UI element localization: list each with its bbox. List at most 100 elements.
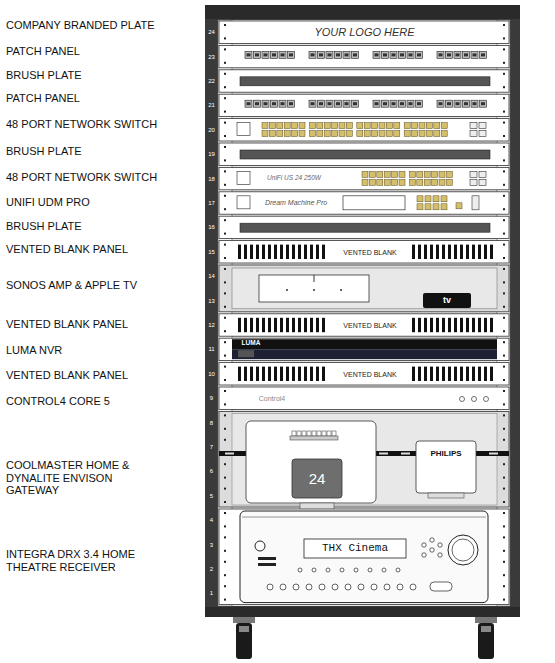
vent-slot (472, 367, 475, 381)
front-control (306, 584, 312, 590)
vent-slot (436, 367, 439, 381)
rack-frame (205, 5, 520, 617)
component-label: PATCH PANEL (6, 45, 201, 58)
input-button (298, 568, 302, 572)
rack-unit-number: 6 (206, 468, 217, 474)
sonos-amp (259, 275, 369, 302)
vent-slot (316, 318, 319, 332)
switch-port (417, 179, 423, 185)
rack-screw (224, 525, 226, 527)
vent-slot (466, 367, 469, 381)
vent-slot (250, 245, 253, 259)
sfp-port (479, 131, 486, 137)
rack-unit-number: 17 (206, 200, 217, 206)
rack-screw (224, 463, 226, 465)
patch-port (390, 100, 397, 107)
rack-screw (503, 292, 505, 294)
switch-port (412, 131, 418, 137)
patch-port-jack (353, 53, 357, 56)
rack-device-shelf (219, 265, 509, 312)
patch-port-jack (272, 102, 276, 105)
rack-screw (224, 550, 226, 552)
rack-screw (224, 257, 226, 259)
nav-button (438, 553, 442, 557)
device-text: LUMA (242, 340, 261, 347)
vent-slot (412, 245, 415, 259)
front-control (371, 584, 377, 590)
device-label-box: UniFi US 24 250W (244, 172, 344, 184)
rack-screw (503, 488, 505, 490)
switch-port (409, 179, 415, 185)
patch-port (245, 100, 252, 107)
rack-screw (224, 268, 226, 270)
philips-terminal (428, 493, 464, 498)
switch-port (357, 131, 363, 137)
patch-port (352, 100, 359, 107)
rack-screw (503, 208, 505, 210)
switch-port (432, 179, 438, 185)
rack-screw (224, 574, 226, 576)
rack-screw (503, 257, 505, 259)
patch-port-jack (289, 102, 293, 105)
nvr-badge (238, 350, 254, 357)
rack-screw (224, 330, 226, 332)
power-button (255, 541, 265, 551)
switch-port (317, 123, 323, 129)
rack-screw (224, 184, 226, 186)
switch-port (309, 131, 315, 137)
vent-slot (466, 318, 469, 332)
rack-screw (224, 414, 226, 416)
device-label-box: tv (425, 294, 469, 306)
patch-port-jack (439, 53, 443, 56)
rack-device-switch48 (219, 119, 509, 141)
patch-port-jack (264, 53, 268, 56)
device-text: THX Cinema (322, 543, 388, 554)
terminal (302, 431, 306, 436)
patch-port (471, 100, 478, 107)
shelf-tray (232, 268, 497, 309)
device-text: PHILIPS (430, 450, 461, 458)
switch-port (372, 131, 378, 137)
rack-screw (503, 24, 505, 26)
patch-port-jack (456, 102, 460, 105)
patch-port (454, 51, 461, 58)
faceplate (219, 387, 509, 409)
patch-port (254, 51, 261, 58)
faceplate (219, 94, 509, 116)
patch-port (480, 51, 487, 58)
vent-slot (262, 367, 265, 381)
patch-port-jack (417, 102, 421, 105)
patch-port-jack (336, 53, 340, 56)
caster-wheel (478, 623, 494, 659)
device-label-box: VENTED BLANK (330, 369, 410, 380)
patch-port (335, 100, 342, 107)
rack-screw (503, 306, 505, 308)
rack-screw (224, 501, 226, 503)
vent-slot (310, 367, 313, 381)
rack-unit-number: 7 (206, 444, 217, 450)
rack-screw (224, 244, 226, 246)
rack-screw (503, 561, 505, 563)
device-label-box: Control4 (244, 393, 300, 404)
sonos-amp-button (286, 289, 288, 291)
rack-screw (503, 414, 505, 416)
rack-screw (503, 195, 505, 197)
switch-port (386, 131, 392, 137)
patch-port (245, 51, 252, 58)
switch-port (262, 131, 268, 137)
rack-screw (224, 233, 226, 235)
vent-slot (424, 245, 427, 259)
rack-screw (224, 62, 226, 64)
vent-slot (316, 367, 319, 381)
patch-port (382, 100, 389, 107)
rack-screw (503, 439, 505, 441)
vent-slot (238, 245, 241, 259)
vent-slot (442, 318, 445, 332)
device-label-box: THX Cinema (306, 540, 404, 557)
vent-slot (490, 245, 493, 259)
din-rail-slot (379, 453, 388, 455)
rack-device-patch (219, 45, 509, 67)
rack-device-switch24 (219, 167, 509, 189)
brush-slot (240, 77, 490, 86)
